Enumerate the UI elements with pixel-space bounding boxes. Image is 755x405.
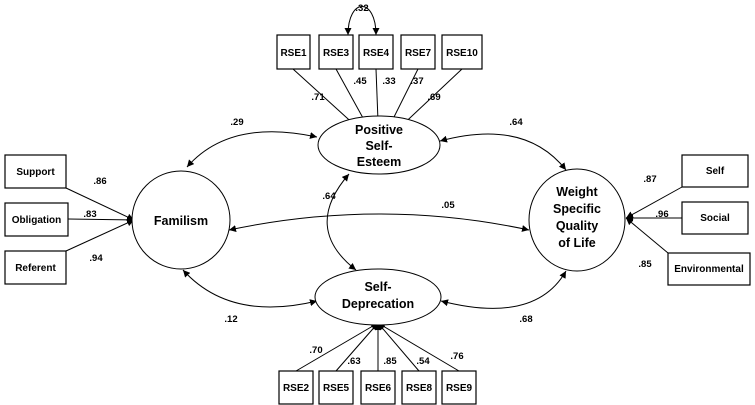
referent-loading-label: .94 (89, 253, 103, 264)
social-loading-label: .96 (655, 209, 668, 220)
obligation-loading-arrow (67, 216, 135, 224)
familism-pse-corr-label: .29 (230, 117, 243, 128)
svg-text:RSE1: RSE1 (280, 48, 307, 59)
svg-text:Environmental: Environmental (674, 264, 744, 275)
svg-text:Support: Support (16, 167, 55, 178)
rse3-rse4-covariance-arc (344, 6, 380, 36)
indicator-social: Social (681, 201, 749, 235)
rse7-loading-label: .37 (410, 76, 423, 87)
svg-text:RSE3: RSE3 (323, 48, 350, 59)
pse-sd-corr-label: .64 (322, 191, 336, 202)
familism-wsqol-corr-label: .05 (441, 200, 455, 211)
indicator-rse1: RSE1 (276, 34, 311, 70)
rse5-loading-label: .63 (347, 356, 360, 367)
indicator-obligation: Obligation (4, 202, 69, 237)
svg-text:RSE6: RSE6 (365, 383, 392, 394)
svg-text:Obligation: Obligation (12, 215, 61, 226)
self-loading-arrow (625, 186, 683, 219)
svg-text:RSE5: RSE5 (323, 383, 350, 394)
self-loading-label: .87 (643, 174, 656, 185)
support-loading-label: .86 (93, 176, 106, 187)
indicator-referent: Referent (4, 250, 67, 285)
indicator-rse9: RSE9 (441, 370, 477, 405)
indicator-rse3: RSE3 (318, 34, 354, 70)
wsqol-label-line4: of Life (558, 236, 596, 250)
pse-label-line1: Positive (355, 123, 403, 137)
latent-weight-specific-qol: Weight Specific Quality of Life (528, 168, 626, 272)
svg-text:Referent: Referent (15, 263, 56, 274)
support-loading-arrow (65, 187, 135, 221)
familism-wsqol-covariance (228, 213, 530, 232)
wsqol-label-line2: Specific (553, 202, 601, 216)
indicator-rse5: RSE5 (318, 370, 354, 405)
sd-wsqol-covariance (440, 270, 567, 309)
wsqol-label-line1: Weight (556, 185, 598, 199)
rse9-loading-arrow (377, 322, 460, 372)
latent-positive-self-esteem: Positive Self- Esteem (317, 115, 441, 175)
sd-wsqol-corr-label: .68 (519, 314, 532, 325)
coefficient-labels: .32 .71 .45 .33 .37 .69 .70 .63 .85 .54 … (83, 3, 668, 367)
svg-text:Self: Self (706, 166, 725, 177)
rse10-loading-label: .69 (427, 92, 440, 103)
familism-pse-covariance (186, 131, 318, 168)
environmental-loading-label: .85 (638, 259, 652, 270)
svg-text:RSE7: RSE7 (405, 48, 432, 59)
rse8-loading-label: .54 (416, 356, 430, 367)
svg-text:RSE2: RSE2 (283, 383, 310, 394)
familism-label: Familism (154, 214, 208, 228)
rse5-loading-arrow (335, 322, 379, 372)
rse3-rse4-corr-label: .32 (355, 3, 368, 14)
indicator-rse10: RSE10 (441, 34, 483, 70)
latent-familism: Familism (131, 170, 231, 270)
indicator-support: Support (4, 154, 67, 189)
rse4-loading-label: .33 (382, 76, 395, 87)
familism-sd-covariance (182, 269, 318, 308)
indicator-self: Self (681, 154, 749, 188)
indicator-rse2: RSE2 (278, 370, 314, 405)
rse2-loading-arrow (295, 322, 379, 372)
rse9-loading-label: .76 (450, 351, 463, 362)
sd-label-line2: Deprecation (342, 297, 414, 311)
rse3-loading-label: .45 (353, 76, 367, 87)
pse-wsqol-covariance (439, 133, 567, 171)
referent-loading-arrow (65, 219, 135, 252)
rse8-loading-arrow (377, 322, 420, 372)
indicator-rse8: RSE8 (401, 370, 437, 405)
environmental-loading-arrow (625, 217, 669, 254)
svg-text:RSE10: RSE10 (446, 48, 478, 59)
obligation-loading-label: .83 (83, 209, 96, 220)
rse2-loading-label: .70 (309, 345, 322, 356)
rse6-loading-label: .85 (383, 356, 397, 367)
familism-sd-corr-label: .12 (224, 314, 237, 325)
pse-sd-covariance (326, 173, 357, 271)
pse-label-line3: Esteem (357, 155, 401, 169)
indicator-rse4: RSE4 (358, 34, 394, 70)
indicator-rse7: RSE7 (400, 34, 436, 70)
rse1-loading-label: .71 (311, 92, 325, 103)
indicator-environmental: Environmental (667, 252, 751, 286)
pse-label-line2: Self- (365, 139, 392, 153)
svg-text:RSE8: RSE8 (406, 383, 433, 394)
edges (65, 6, 683, 372)
indicator-rse6: RSE6 (360, 370, 396, 405)
svg-text:RSE4: RSE4 (363, 48, 390, 59)
svg-text:RSE9: RSE9 (446, 383, 473, 394)
wsqol-label-line3: Quality (556, 219, 598, 233)
svg-text:Social: Social (700, 213, 730, 224)
latent-self-deprecation: Self- Deprecation (314, 268, 442, 326)
pse-wsqol-corr-label: .64 (509, 117, 523, 128)
sd-label-line1: Self- (364, 280, 391, 294)
